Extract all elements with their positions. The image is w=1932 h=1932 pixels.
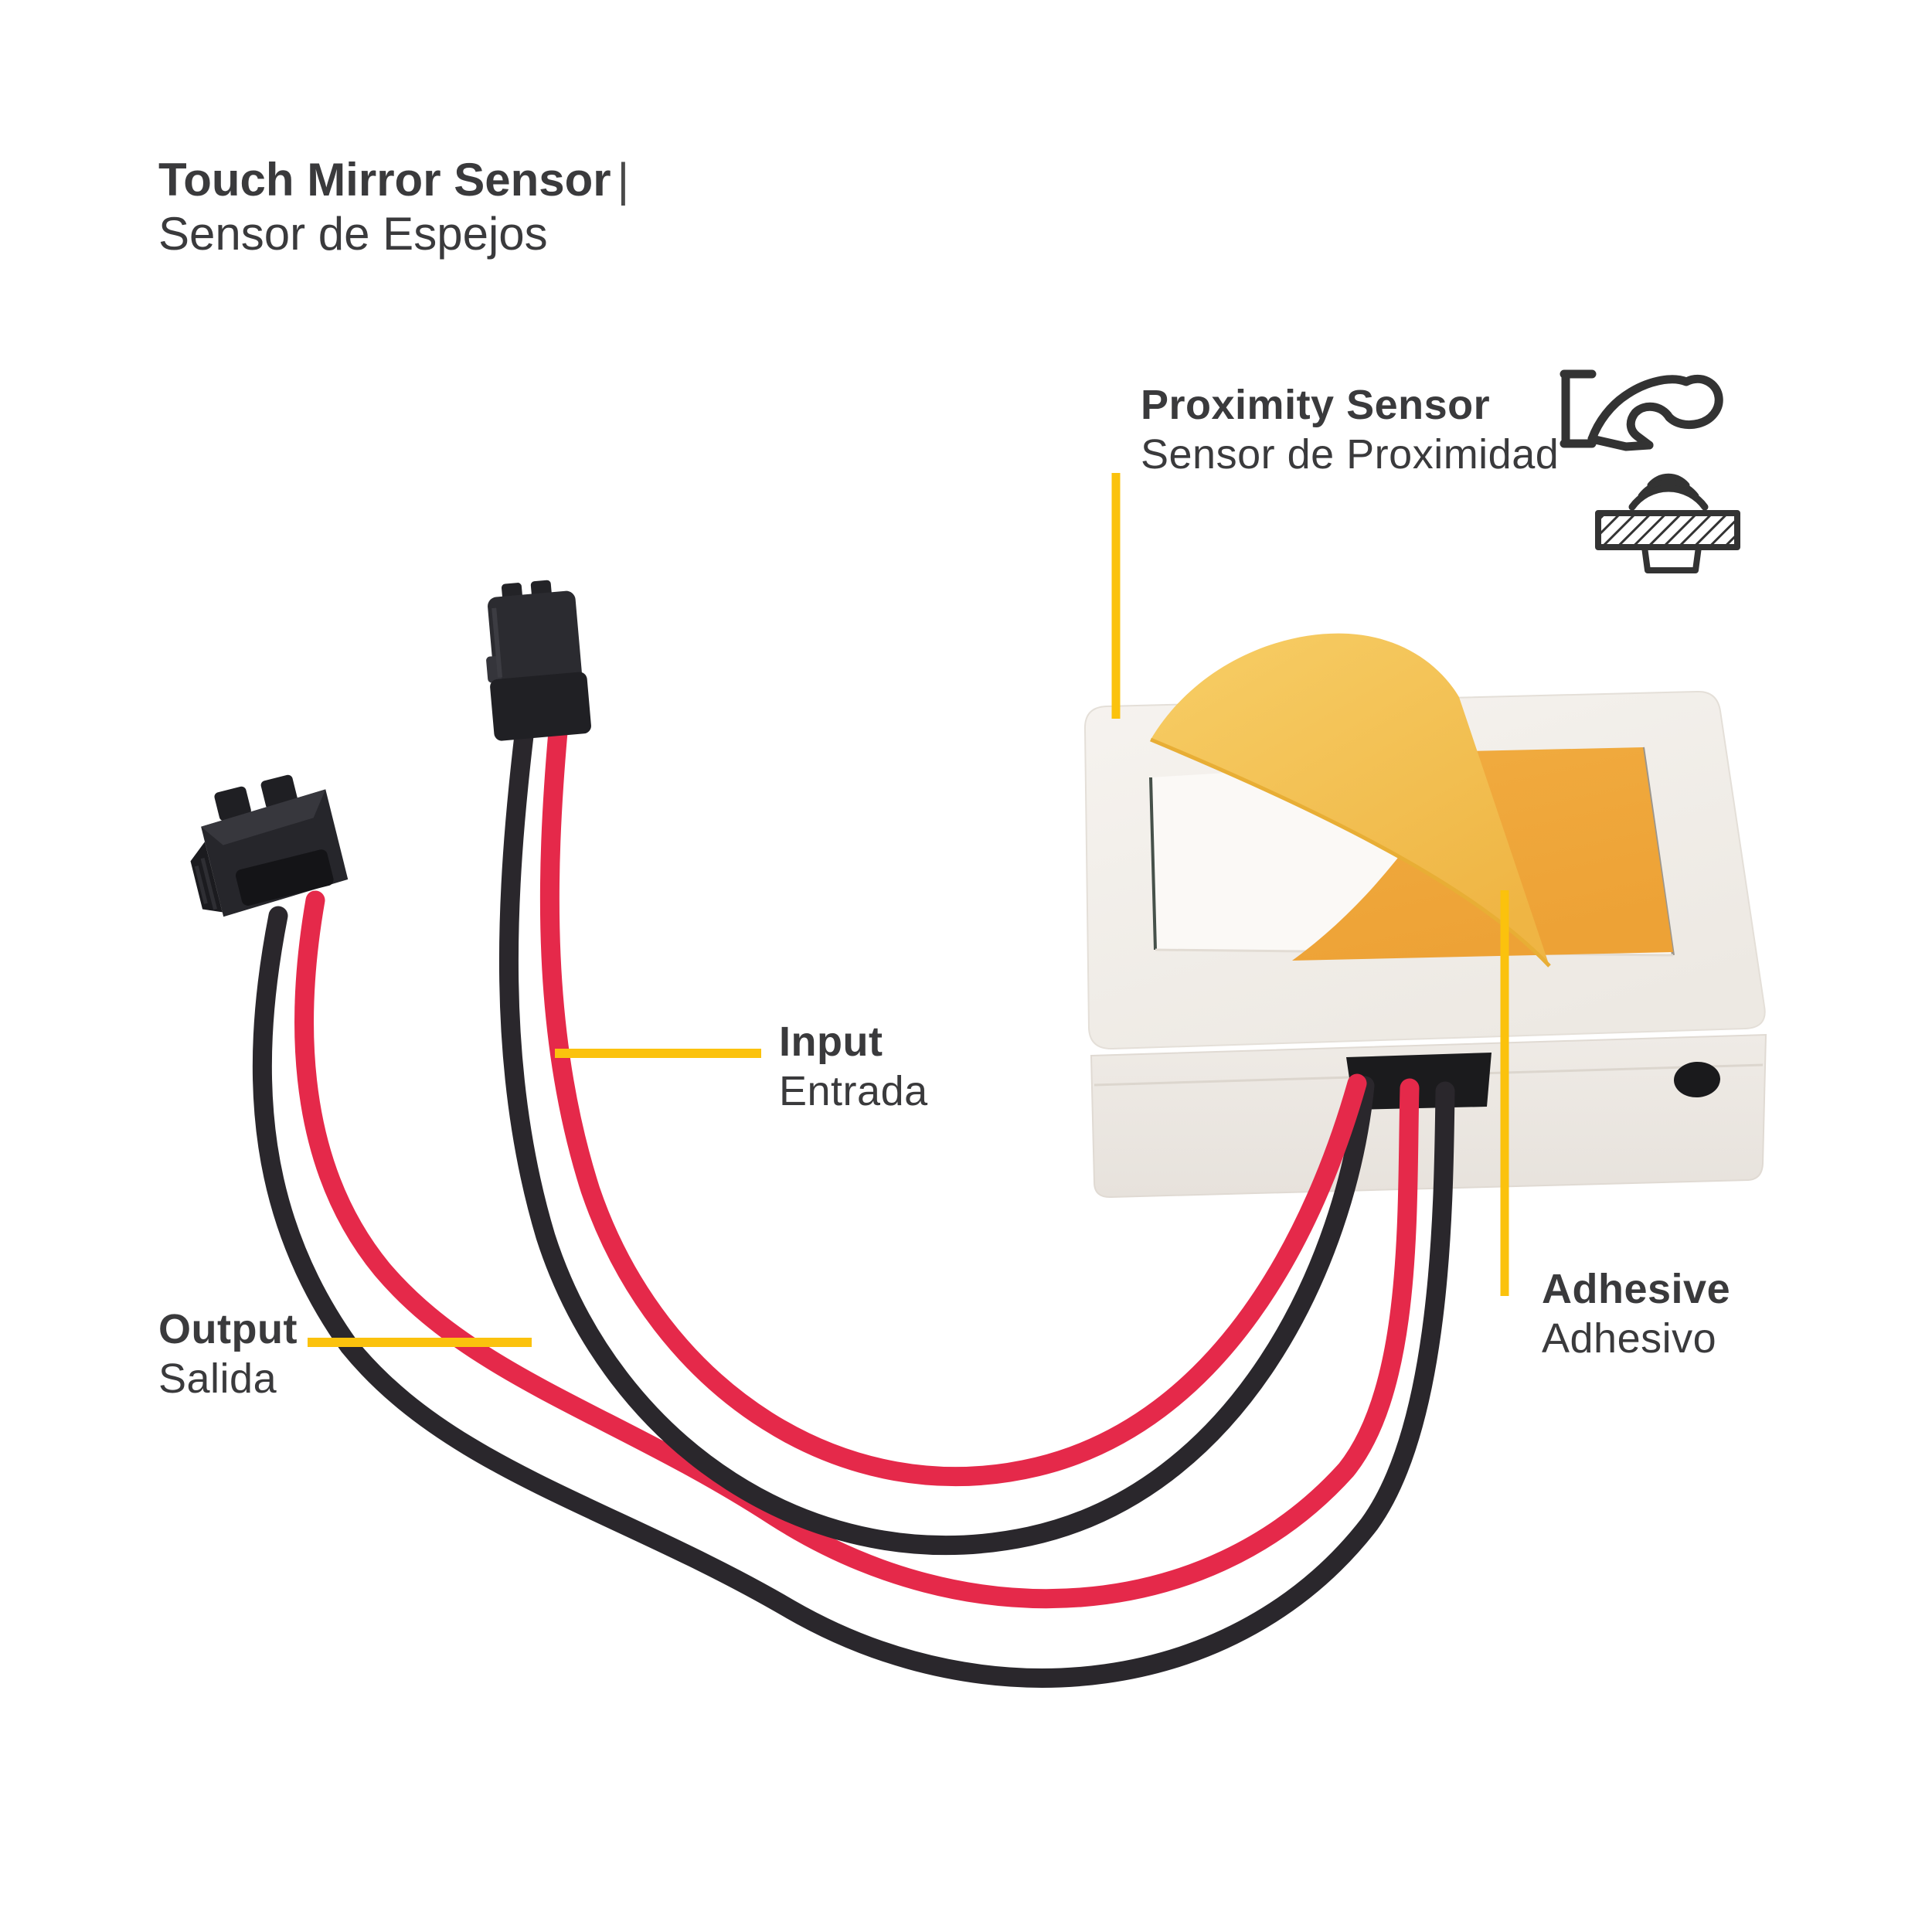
callout-adhesive: Adhesive Adhesivo (1542, 1264, 1730, 1363)
hand-hover-sensor-icon (1560, 369, 1740, 573)
sensor-device (1083, 633, 1767, 1199)
input-label-es: Entrada (779, 1068, 928, 1114)
wire-output-red (294, 890, 1420, 1609)
title-spanish: Sensor de Espejos (158, 208, 548, 260)
adhesive-label-en: Adhesive (1542, 1266, 1731, 1312)
callout-output: Output Salida (158, 1304, 298, 1403)
adhesive-sheet-peeled-flap (1151, 633, 1549, 966)
proximity-label-en: Proximity Sensor (1141, 382, 1491, 428)
adhesive-label-es: Adhesivo (1542, 1315, 1717, 1362)
input-connector (486, 580, 591, 741)
callout-input: Input Entrada (779, 1017, 928, 1116)
wire-output-black (252, 906, 1455, 1688)
output-label-en: Output (158, 1306, 298, 1352)
wire-exit-notch (1346, 1053, 1492, 1110)
proximity-label-es: Sensor de Proximidad (1141, 431, 1560, 478)
pad-left-seam (1149, 777, 1157, 951)
wire-input-red (539, 722, 1367, 1487)
callout-proximity-sensor: Proximity Sensor Sensor de Proximidad (1141, 380, 1559, 479)
leader-lines (308, 473, 1509, 1347)
flap-fold-edge (1150, 737, 1551, 968)
title-divider: | (617, 154, 630, 206)
input-label-en: Input (779, 1019, 883, 1065)
title-english: Touch Mirror Sensor| (158, 154, 630, 206)
device-side-button (1674, 1061, 1720, 1098)
device-front-face (1090, 1033, 1767, 1199)
output-label-es: Salida (158, 1355, 277, 1402)
wire-input-black (498, 726, 1375, 1556)
wire-harness (252, 722, 1455, 1688)
output-connector (190, 774, 349, 917)
page-title: Touch Mirror Sensor| Sensor de Espejos (158, 153, 629, 261)
